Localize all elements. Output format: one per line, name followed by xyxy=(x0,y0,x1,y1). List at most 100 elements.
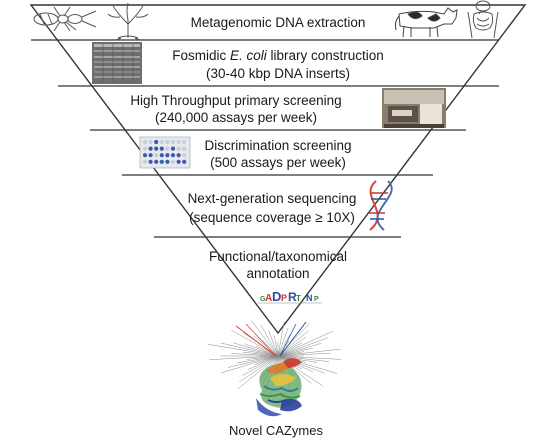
tree-icon xyxy=(107,2,149,41)
plate-well xyxy=(170,159,176,164)
plate-well xyxy=(182,139,187,145)
stage-5-label-line-1: Next-generation sequencing xyxy=(188,191,357,206)
svg-text:P: P xyxy=(314,296,319,303)
tree-branch xyxy=(209,355,279,360)
plate-well xyxy=(182,153,187,158)
plate-well xyxy=(176,146,181,151)
tree-branch xyxy=(220,342,279,357)
final-label: Novel CAZymes xyxy=(229,423,323,438)
tree-branch xyxy=(246,355,279,360)
plate-well xyxy=(170,153,176,158)
plate-well xyxy=(148,146,153,151)
stage-3-label-line-2: (240,000 assays per week) xyxy=(155,110,317,125)
tree-branch xyxy=(236,355,279,364)
plate-well xyxy=(142,146,148,151)
tree-branch xyxy=(220,355,279,374)
tree-branch xyxy=(277,348,341,357)
funnel-outline xyxy=(29,4,527,335)
stage-6-label-line-1: Functional/taxonomical xyxy=(209,249,347,264)
svg-text:A: A xyxy=(265,293,272,304)
tree-branch xyxy=(277,355,312,384)
tree-branch xyxy=(231,353,279,357)
tree-branch xyxy=(277,352,331,357)
plate-well xyxy=(154,153,159,158)
plate-well xyxy=(159,159,164,164)
protein-structure-icon xyxy=(256,358,302,417)
plate-well xyxy=(159,139,164,145)
stage-2-label-line-2: (30-40 kbp DNA inserts) xyxy=(206,66,350,81)
tree-branch xyxy=(208,344,279,357)
plate-well xyxy=(142,159,148,164)
robot-photo-icon xyxy=(382,88,446,128)
tree-branch xyxy=(239,355,279,383)
tree-branch xyxy=(277,355,330,362)
phylo-accents xyxy=(235,321,307,357)
tree-branch xyxy=(277,337,328,357)
tree-branch xyxy=(262,339,279,357)
plate-well xyxy=(148,139,153,145)
tree-branch xyxy=(277,355,341,360)
plate-well xyxy=(142,139,148,145)
tree-branch xyxy=(237,355,279,390)
tree-branch xyxy=(268,330,279,357)
plate-well xyxy=(159,153,164,158)
plate-well xyxy=(182,146,187,151)
tree-branch xyxy=(277,347,314,357)
plate-well xyxy=(154,159,159,164)
stage-6-label-line-2: annotation xyxy=(246,266,309,281)
tree-branch xyxy=(251,320,279,357)
plate-well xyxy=(170,146,176,151)
tree-branch xyxy=(254,355,279,365)
plate-well xyxy=(154,146,159,151)
gel-plate-icon xyxy=(92,42,142,84)
tree-branch xyxy=(274,335,279,357)
stage-4-label-line-2: (500 assays per week) xyxy=(210,155,346,170)
plate-well xyxy=(176,153,181,158)
svg-text:G: G xyxy=(260,296,266,303)
stage-3-label-line-1: High Throughput primary screening xyxy=(130,93,341,108)
tree-branch xyxy=(247,355,279,370)
tree-branch xyxy=(260,324,279,357)
tree-branch xyxy=(277,330,334,357)
sequence-logo-icon: G A D P R T _ N P xyxy=(258,289,322,304)
plate-well xyxy=(159,146,164,151)
plate-well xyxy=(165,159,170,164)
plate-well xyxy=(165,146,170,151)
stage-5-label-line-2: (sequence coverage ≥ 10X) xyxy=(189,210,355,225)
plate-well xyxy=(142,153,148,158)
plate-well xyxy=(148,159,153,164)
plate-well xyxy=(176,139,181,145)
plate-well xyxy=(182,159,187,164)
dna-helix-icon xyxy=(369,180,393,231)
tree-branch xyxy=(232,342,279,357)
tree-branch xyxy=(277,321,285,357)
plate-well xyxy=(170,139,176,145)
tree-branch xyxy=(253,335,279,357)
stage-1-label: Metagenomic DNA extraction xyxy=(191,15,366,30)
tree-branch xyxy=(277,355,325,374)
svg-text:R: R xyxy=(288,290,297,304)
stage-2-label-line-1: Fosmidic E. coli library construction xyxy=(172,48,384,63)
svg-text:N: N xyxy=(306,293,313,303)
tree-branch xyxy=(277,334,291,357)
tree-branch xyxy=(277,343,322,357)
cow-icon xyxy=(394,7,458,38)
plate-well xyxy=(154,139,159,145)
tree-branch xyxy=(242,351,279,357)
svg-text:T: T xyxy=(296,294,301,303)
assay-plate-icon xyxy=(139,136,191,169)
plate-well xyxy=(148,153,153,158)
svg-text:D: D xyxy=(272,289,281,304)
svg-text:P: P xyxy=(281,293,287,303)
svg-text:_: _ xyxy=(301,297,306,303)
termite-icon xyxy=(33,6,97,32)
plate-well xyxy=(165,139,170,145)
tree-branch xyxy=(244,343,279,357)
stage-4-label-line-1: Discrimination screening xyxy=(204,138,351,153)
tree-branch xyxy=(242,355,279,376)
tree-branch xyxy=(228,355,279,368)
phylogenetic-tree-icon xyxy=(208,320,341,393)
plate-well xyxy=(165,153,170,158)
plate-well xyxy=(176,159,181,164)
